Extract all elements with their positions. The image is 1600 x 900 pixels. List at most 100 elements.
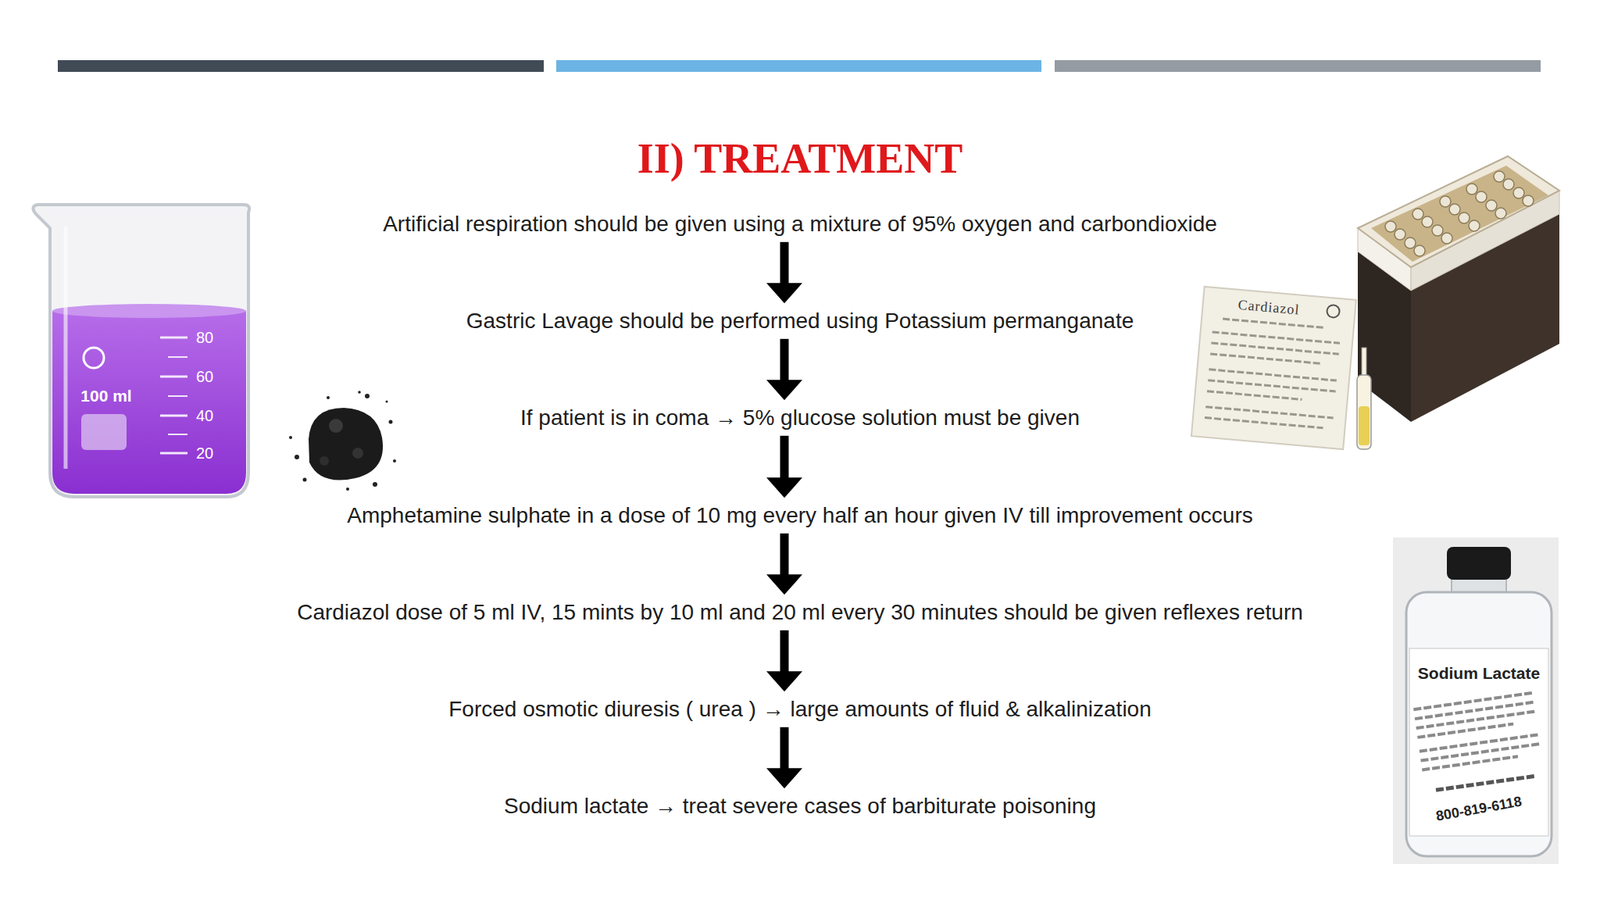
beaker-illustration [52,310,247,494]
charcoal-powder [326,396,330,400]
step-text: Forced osmotic diuresis ( urea ) → large… [448,696,1152,723]
step-text: If patient is in coma → 5% glucose solut… [520,404,1080,432]
ampoule-box [1414,245,1425,257]
image-label: Cardiazol [1237,297,1300,319]
ampoule-box [1358,406,1370,446]
beaker-illustration [167,433,188,436]
cardiazol-leaflet [1210,353,1321,364]
step-text: Sodium lactate → treat severe cases of b… [503,792,1097,820]
image-label: 40 [196,407,214,425]
cardiazol-leaflet [1207,380,1336,392]
flow-arrow [780,242,790,288]
sodium-lactate-bottle [1406,592,1552,857]
beaker-illustration [167,395,188,397]
ampoule-box [1441,232,1453,244]
cardiazol-leaflet [1191,286,1357,450]
cardiazol-leaflet [1204,417,1323,429]
ampoule-box [1449,203,1461,215]
sodium-lactate-bottle [1417,724,1514,738]
sodium-lactate-bottle [1421,743,1541,761]
image-label: Sodium Lactate [1417,664,1540,683]
step-box: Gastric Lavage should be performed using… [461,306,1140,336]
ampoule-box [1458,212,1470,224]
image-label: 80 [196,328,214,347]
ampoule-box [1385,221,1397,233]
beaker-illustration [83,347,104,368]
beaker-illustration [32,204,250,497]
ampoule-box [1522,195,1534,207]
sodium-lactate-bottle [1419,734,1540,751]
cardiazol-leaflet [1208,369,1336,381]
charcoal-powder [289,435,293,440]
ampoule-box [1503,178,1515,190]
header-bars [1054,60,1541,72]
beaker-illustration [32,204,250,497]
step-box: Artificial respiration should be given u… [378,209,1222,240]
beaker-illustration [167,356,188,358]
beaker-illustration [64,226,68,469]
charcoal-powder [389,420,393,425]
ampoule-box [1394,228,1406,240]
charcoal-powder [357,390,361,394]
ampoule-box [1357,375,1372,450]
image-label: 100 ml [80,386,132,405]
sodium-lactate-bottle [1414,702,1535,719]
ampoule-box [1432,225,1443,236]
sodium-lactate-bottle [1416,711,1536,729]
flow-arrow [780,339,790,385]
step-box: If patient is in coma → 5% glucose solut… [515,403,1085,433]
charcoal-powder [319,456,329,466]
header-bars [57,60,544,72]
charcoal-powder [294,454,300,460]
charcoal-powder [372,482,378,487]
beaker-illustration [160,452,188,455]
charcoal-powder [364,393,370,399]
step-box: Cardiazol dose of 5 ml IV, 15 mints by 1… [292,597,1308,628]
image-label: 20 [196,444,214,462]
ampoule-box [1371,165,1549,262]
sodium-lactate-bottle [1435,775,1537,790]
ampoule-box [1385,171,1534,257]
ampoule-box [1412,208,1424,220]
ampoule-box [1513,187,1525,199]
step-text: Gastric Lavage should be performed using… [466,307,1135,335]
step-box: Sodium lactate → treat severe cases of b… [499,791,1101,822]
cardiazol-leaflet [1205,407,1333,418]
ampoule-box [1361,347,1367,378]
cardiazol-leaflet [1210,342,1339,354]
ampoule-box [1495,207,1507,219]
ampoule-box [1439,196,1451,208]
header-bars [57,60,1541,72]
charcoal-powder [308,407,383,481]
charcoal-powder [328,418,343,433]
image-label: 60 [196,367,214,386]
charcoal-powder [385,400,389,404]
flow-arrow [780,435,790,483]
ampoule-box [1421,216,1433,228]
sodium-lactate-bottle [1409,648,1549,836]
header-bars [556,60,1042,72]
cardiazol-leaflet [1212,332,1340,343]
image-label: 800-819-6118 [1435,794,1524,825]
cardiazol-leaflet [1326,304,1340,318]
charcoal-powder [352,447,364,459]
sodium-lactate-bottle [1413,692,1544,792]
ampoule-box [1493,171,1505,183]
step-text: Cardiazol dose of 5 ml IV, 15 mints by 1… [296,599,1304,626]
charcoal-powder [346,487,350,491]
charcoal-powder [289,390,397,491]
flow-arrow [780,727,790,773]
beaker-illustration [160,414,188,418]
step-text: Artificial respiration should be given u… [382,210,1218,238]
cardiazol-leaflet [1222,318,1325,328]
flow-arrow [780,630,790,676]
beaker-illustration [160,336,188,340]
sodium-lactate-bottle [1392,537,1559,865]
ampoule-box [1468,220,1480,232]
beaker-illustration [52,303,247,318]
cardiazol-leaflet [1191,286,1357,450]
sodium-lactate-bottle [1446,546,1511,580]
